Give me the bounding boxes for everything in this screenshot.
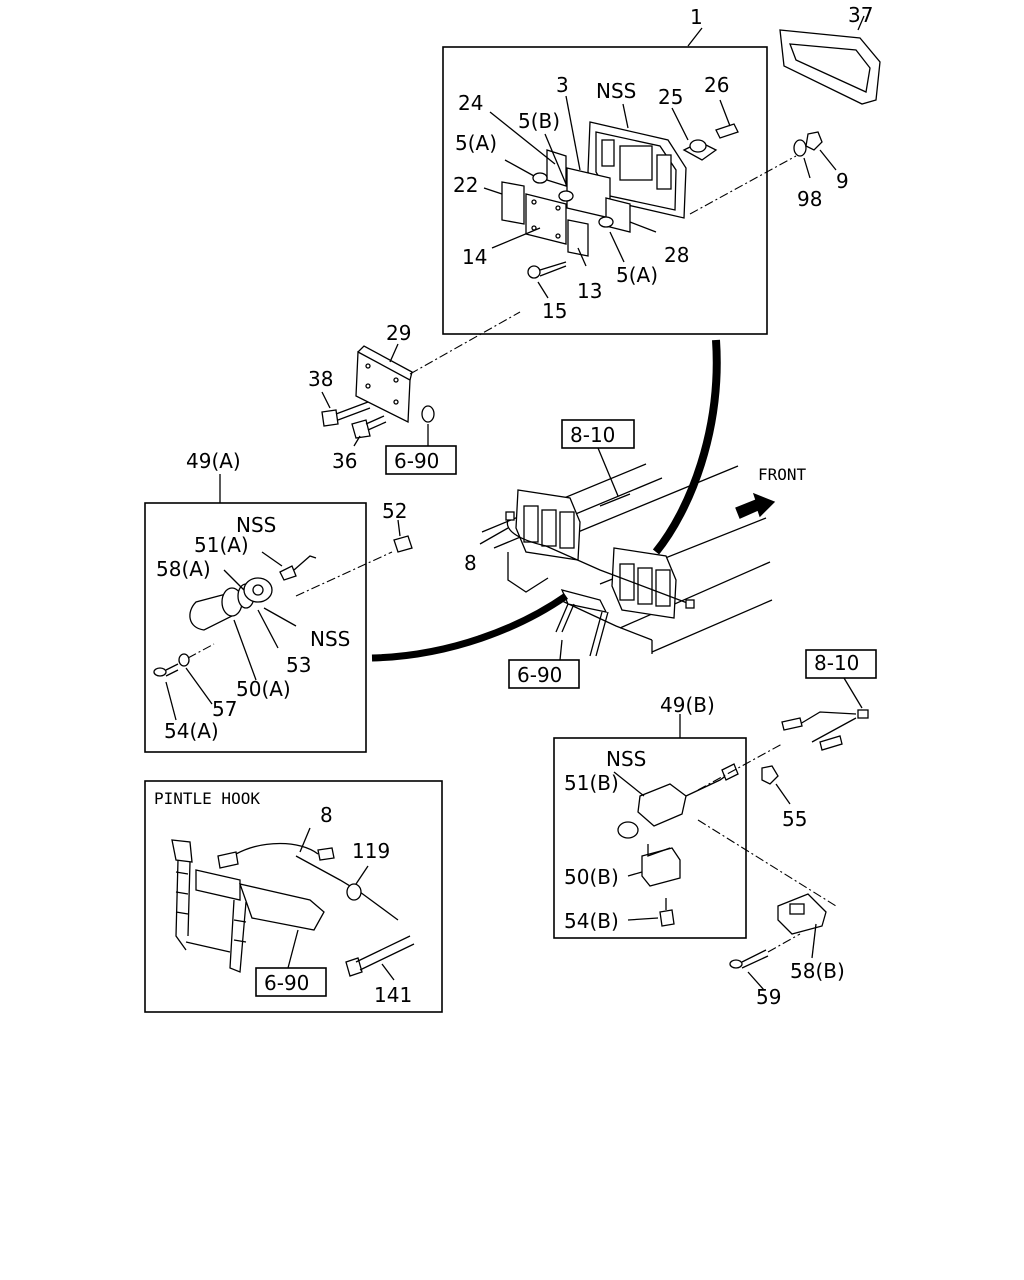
label-part-9: 9 [836, 169, 849, 193]
ref-box-690-a [385, 445, 457, 475]
label-part-54b: 54(B) [564, 909, 619, 933]
label-part-29: 29 [386, 321, 411, 345]
ref-box-690-b [508, 659, 580, 689]
screw-26 [715, 123, 739, 139]
label-part-22: 22 [453, 173, 478, 197]
label-part-25: 25 [658, 85, 683, 109]
label-part-13: 13 [577, 279, 602, 303]
label-part-24: 24 [458, 91, 483, 115]
label-part-36: 36 [332, 449, 357, 473]
label-part-15: 15 [542, 299, 567, 323]
chassis-view [479, 419, 776, 661]
label-part-54a: 54(A) [164, 719, 219, 743]
label-front: FRONT [758, 465, 807, 484]
lamp-49a-panel [144, 474, 393, 753]
label-ref-690-a[interactable]: 6-90 [394, 449, 439, 473]
label-part-98: 98 [797, 187, 822, 211]
label-ref-810-a[interactable]: 8-10 [570, 423, 615, 447]
lens-part-24 [546, 149, 567, 187]
label-nss-a1: NSS [236, 513, 276, 537]
label-part-119: 119 [352, 839, 390, 863]
label-part-53: 53 [286, 653, 311, 677]
label-part-59: 59 [756, 985, 781, 1009]
bolt-54b [659, 909, 675, 927]
label-pintle-hook-title: PINTLE HOOK [154, 789, 260, 808]
lamp-assembly-panel [442, 27, 768, 335]
lamp-cover-37 [779, 15, 881, 105]
nut-9 [805, 131, 823, 151]
label-part-49b: 49(B) [660, 693, 715, 717]
nut-bracket [421, 405, 435, 423]
label-part-57: 57 [212, 697, 237, 721]
wire-connector-nss [279, 565, 297, 581]
label-part-37: 37 [848, 3, 873, 27]
label-part-3: 3 [556, 73, 569, 97]
washer-57 [178, 653, 190, 667]
bulb-5a-2 [598, 216, 614, 228]
pintle-hook-panel [144, 780, 443, 1013]
callout-arc-top [652, 339, 721, 555]
label-part-52: 52 [382, 499, 407, 523]
label-part-58b: 58(B) [790, 959, 845, 983]
label-part-5a-2: 5(A) [616, 263, 658, 287]
label-part-51a: 51(A) [194, 533, 249, 557]
bulb-51b [617, 821, 639, 839]
label-part-5b: 5(B) [518, 109, 560, 133]
label-ref-690-b[interactable]: 6-90 [517, 663, 562, 687]
lamp-housing [587, 121, 687, 219]
bulb-5a [532, 172, 548, 184]
lamp-housing-49b [637, 783, 687, 827]
socket-53 [243, 577, 273, 603]
screw-59 [729, 933, 801, 991]
label-ref-690-c[interactable]: 6-90 [264, 971, 309, 995]
label-part-55: 55 [782, 807, 807, 831]
label-nss-top: NSS [596, 79, 636, 103]
nut-55 [761, 765, 779, 785]
connector-25 [682, 139, 718, 161]
lens-13 [567, 219, 589, 257]
label-nss-b: NSS [606, 747, 646, 771]
lens-22 [501, 181, 525, 225]
callout-arc-left [371, 593, 568, 662]
label-part-50a: 50(A) [236, 677, 291, 701]
bolt-38 [321, 391, 371, 427]
ref-box-810-b [805, 649, 877, 679]
bolt-36 [351, 415, 387, 447]
label-part-1: 1 [690, 5, 703, 29]
label-part-141: 141 [374, 983, 412, 1007]
washer-98 [793, 139, 807, 157]
label-part-8-pintle: 8 [320, 803, 333, 827]
label-part-26: 26 [704, 73, 729, 97]
front-arrow-icon [735, 492, 776, 519]
label-part-28: 28 [664, 243, 689, 267]
lamp-49b-panel [553, 649, 877, 939]
label-part-5a-1: 5(A) [455, 131, 497, 155]
ref-box-690-c [255, 967, 327, 997]
label-part-14: 14 [462, 245, 487, 269]
label-part-8-main: 8 [464, 551, 477, 575]
bracket-29 [355, 343, 413, 424]
label-part-38: 38 [308, 367, 333, 391]
connector-52 [393, 535, 413, 553]
grommet-119 [346, 883, 362, 901]
label-part-58a: 58(A) [156, 557, 211, 581]
label-part-50b: 50(B) [564, 865, 619, 889]
screw-15 [527, 261, 567, 279]
bulb-5b [558, 190, 574, 202]
socket-50b [641, 847, 681, 887]
label-ref-810-b[interactable]: 8-10 [814, 651, 859, 675]
label-part-49a: 49(A) [186, 449, 241, 473]
screw-54a [153, 663, 179, 677]
cable-tie-141 [345, 935, 415, 981]
label-part-51b: 51(B) [564, 771, 619, 795]
label-nss-a2: NSS [310, 627, 350, 651]
labels-layer: 1 37 3 NSS 24 25 26 5(B) 5(A) 22 98 9 14… [154, 3, 873, 1009]
